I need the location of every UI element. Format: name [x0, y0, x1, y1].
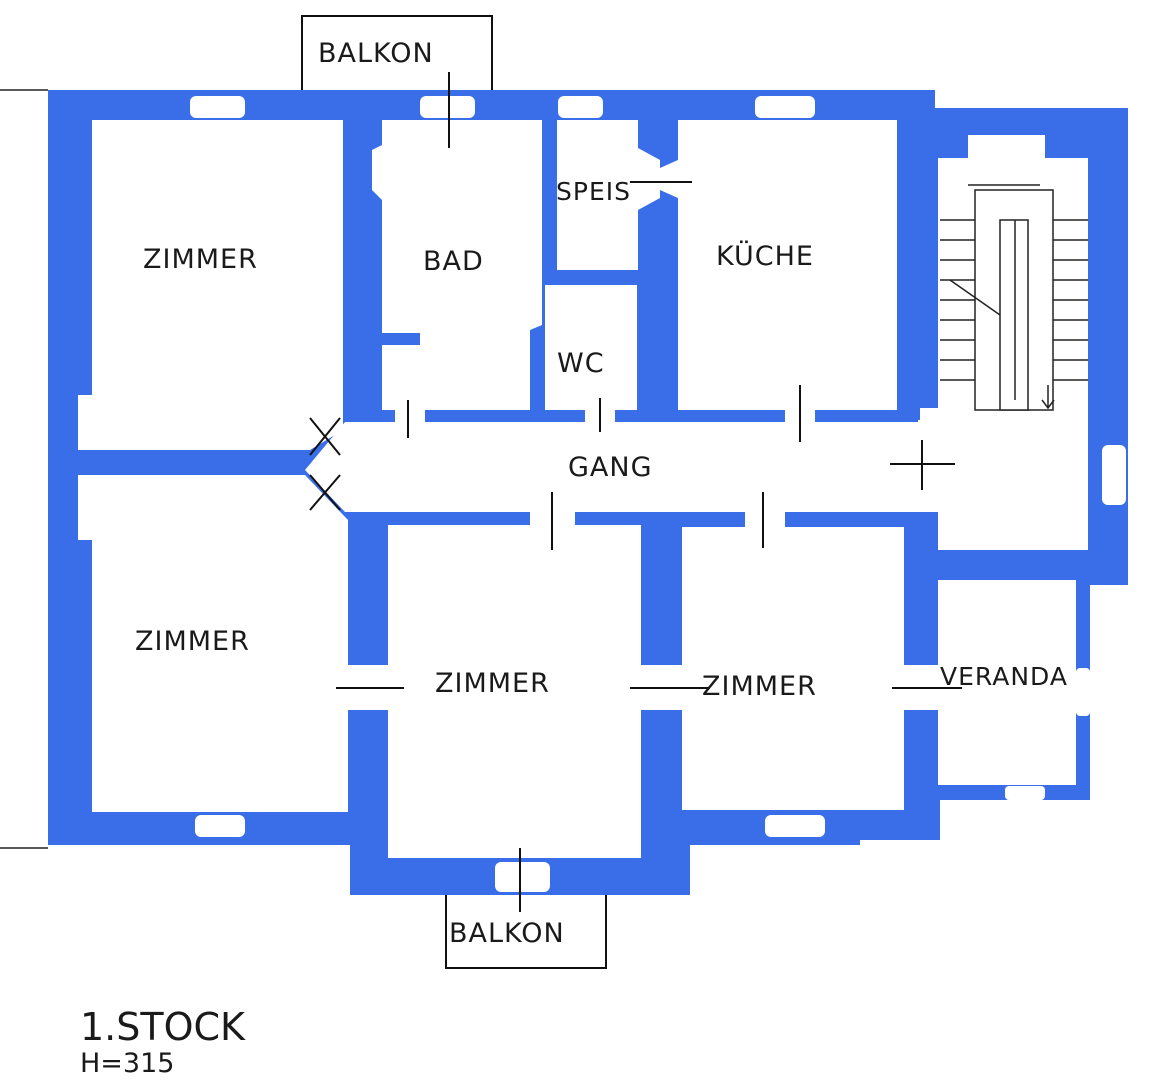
floor-caption: 1.STOCK H=315	[80, 1005, 246, 1079]
staircase	[940, 184, 1088, 411]
label-zimmer-center: ZIMMER	[435, 668, 550, 699]
door-markers	[309, 72, 1055, 912]
windows	[190, 96, 1126, 892]
label-wc: WC	[557, 348, 605, 379]
balkon-bottom-area	[446, 895, 606, 968]
room-speis	[557, 120, 660, 270]
label-balkon-top: BALKON	[318, 38, 434, 69]
label-zimmer-e: ZIMMER	[702, 671, 817, 702]
label-balkon-bottom: BALKON	[449, 918, 565, 949]
label-bad: BAD	[423, 246, 484, 277]
height-note: H=315	[80, 1048, 174, 1079]
balkon-top-area	[302, 16, 492, 90]
room-gang	[305, 408, 1088, 550]
room-labels: BALKON ZIMMER BAD SPEIS KÜCHE WC GANG ZI…	[135, 38, 1068, 949]
label-zimmer-nw: ZIMMER	[143, 244, 258, 275]
floor-title: 1.STOCK	[80, 1005, 246, 1049]
room-kueche	[660, 120, 897, 410]
room-veranda	[938, 580, 1076, 785]
room-bad	[372, 120, 542, 410]
room-zimmer-w	[78, 475, 348, 812]
room-zimmer-center	[388, 525, 641, 858]
label-veranda: VERANDA	[940, 662, 1068, 691]
label-speis: SPEIS	[556, 177, 631, 206]
label-zimmer-w: ZIMMER	[135, 626, 250, 657]
room-zimmer-e	[682, 527, 904, 810]
label-gang: GANG	[568, 452, 653, 483]
label-kueche: KÜCHE	[716, 240, 814, 272]
room-wc	[545, 285, 637, 410]
room-zimmer-nw	[78, 120, 343, 450]
balconies	[301, 15, 607, 969]
outer-boundary-lines	[0, 89, 48, 849]
